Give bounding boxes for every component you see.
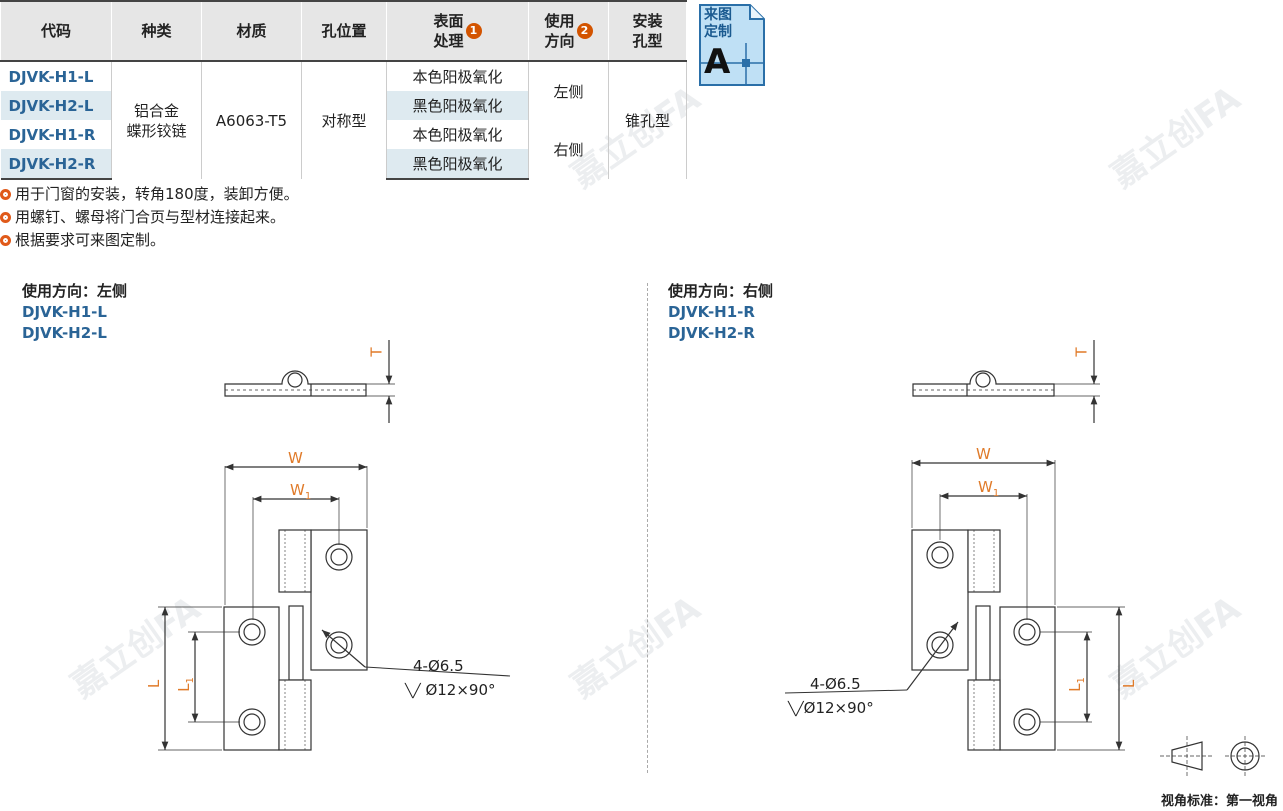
cell-kind: 铝合金 蝶形铰链 (111, 61, 202, 179)
bullet-icon (0, 212, 11, 223)
cell-surface: 本色阳极氧化 (386, 120, 529, 149)
col-header-direction-label: 使用 方向 (544, 12, 575, 50)
col-header-mount-hole: 安装 孔型 (608, 0, 687, 62)
dim-label-l-left: L (145, 679, 164, 689)
countersink-value: Ø12×90° (425, 681, 496, 699)
col-header-code: 代码 (0, 0, 112, 62)
spec-table: 代码 种类 材质 孔位置 表面 处理1 使用 方向2 安装 孔型 DJVK-H1… (0, 0, 687, 180)
cell-code: DJVK-H1-R (0, 120, 112, 149)
right-view-title: 使用方向：右侧 (668, 282, 774, 300)
table-row: DJVK-H1-R 本色阳极氧化 右侧 (0, 120, 687, 179)
col-header-surface: 表面 处理1 (386, 0, 529, 62)
countersink-icon: ╲╱ (405, 684, 421, 699)
dim-label-l1-main: L (1065, 683, 1084, 692)
cell-hole-position: 对称型 (301, 61, 387, 179)
hole-callout-right: 4-Ø6.5 ╲╱Ø12×90° (788, 673, 874, 721)
countersink-icon: ╲╱ (788, 702, 804, 717)
projection-standard-label: 视角标准：第一视角 (1160, 794, 1278, 809)
dim-label-w1-sub: 1 (992, 488, 1000, 499)
hole-size-label: 4-Ø6.5 (413, 657, 464, 675)
dim-label-w1-main: W (290, 481, 305, 499)
dim-label-t-left: T (367, 347, 386, 357)
dim-label-w-left: W (288, 449, 303, 467)
cell-surface: 黑色阳极氧化 (386, 149, 529, 180)
cell-kind-line2: 蝶形铰链 (126, 121, 187, 140)
table-row: DJVK-H1-L 铝合金 蝶形铰链 A6063-T5 对称型 本色阳极氧化 左… (0, 61, 687, 179)
cell-code: DJVK-H1-L (0, 61, 112, 91)
view-divider (647, 283, 648, 773)
left-front-view (158, 463, 511, 751)
dim-label-w1-left: W1 (290, 481, 311, 502)
countersink-label: ╲╱Ø12×90° (788, 697, 874, 721)
cell-mount-hole: 锥孔型 (608, 61, 687, 179)
countersink-label: ╲╱ Ø12×90° (405, 679, 496, 703)
note-badge-2: 2 (576, 23, 593, 39)
note-text: 用螺钉、螺母将门合页与型材连接起来。 (15, 208, 286, 226)
custom-badge-letter: A (704, 42, 731, 82)
custom-badge-line2: 定制 (704, 24, 732, 40)
cell-code: DJVK-H2-L (0, 91, 112, 120)
dim-label-w1-sub: 1 (304, 491, 312, 502)
custom-drawing-icon (699, 4, 765, 86)
note-item: 用于门窗的安装，转角180度，装卸方便。 (0, 183, 299, 206)
dim-label-l1-right: L1 (1066, 677, 1087, 692)
cell-direction: 左侧 (528, 61, 609, 120)
custom-badge-line1: 来图 (704, 7, 732, 23)
cell-code: DJVK-H2-R (0, 149, 112, 180)
note-item: 用螺钉、螺母将门合页与型材连接起来。 (0, 206, 299, 229)
hole-size-label: 4-Ø6.5 (810, 675, 861, 693)
table-row: DJVK-H2-R 黑色阳极氧化 (0, 149, 687, 180)
hole-callout-left: 4-Ø6.5 ╲╱ Ø12×90° (405, 655, 496, 703)
right-view-label: 使用方向：右侧 DJVK-H1-R DJVK-H2-R (668, 281, 773, 344)
dim-label-t-right: T (1072, 347, 1091, 357)
left-view-code: DJVK-H1-L (22, 303, 107, 321)
table-header-row: 代码 种类 材质 孔位置 表面 处理1 使用 方向2 安装 孔型 (0, 0, 687, 62)
first-angle-projection-icon (1160, 736, 1265, 776)
cell-surface: 黑色阳极氧化 (386, 91, 529, 120)
table-row: DJVK-H2-L 黑色阳极氧化 (0, 91, 687, 120)
dim-label-w1-right: W1 (978, 478, 999, 499)
left-view-code: DJVK-H2-L (22, 324, 107, 342)
dim-label-l1-main: L (174, 683, 193, 692)
note-text: 根据要求可来图定制。 (15, 231, 166, 249)
dim-label-l1-left: L1 (175, 677, 196, 692)
notes-list: 用于门窗的安装，转角180度，装卸方便。 用螺钉、螺母将门合页与型材连接起来。 … (0, 183, 299, 252)
dim-label-w1-main: W (978, 478, 993, 496)
col-header-direction: 使用 方向2 (528, 0, 609, 62)
right-top-view (912, 340, 1100, 423)
bullet-icon (0, 189, 11, 200)
dim-label-l1-sub: 1 (1075, 677, 1087, 684)
cell-direction: 右侧 (528, 120, 609, 179)
cell-kind-line1: 铝合金 (133, 101, 179, 120)
dim-label-w-right: W (976, 445, 991, 463)
note-badge-1: 1 (465, 23, 482, 39)
dim-label-l-right: L (1120, 679, 1139, 689)
note-item: 根据要求可来图定制。 (0, 229, 299, 252)
right-view-code: DJVK-H1-R (668, 303, 755, 321)
note-text: 用于门窗的安装，转角180度，装卸方便。 (15, 185, 299, 203)
dim-label-l1-sub: 1 (184, 677, 196, 684)
left-view-title: 使用方向：左侧 (22, 282, 128, 300)
col-header-mount-hole-label: 安装 孔型 (632, 12, 663, 50)
custom-drawing-badge: 来图 定制 A (698, 3, 766, 87)
right-front-view (784, 459, 1125, 751)
bullet-icon (0, 235, 11, 246)
col-header-material: 材质 (201, 0, 302, 62)
col-header-surface-label: 表面 处理 (433, 12, 464, 50)
left-top-view (224, 340, 395, 423)
left-view-label: 使用方向：左侧 DJVK-H1-L DJVK-H2-L (22, 281, 127, 344)
right-view-code: DJVK-H2-R (668, 324, 755, 342)
countersink-value: Ø12×90° (803, 699, 874, 717)
